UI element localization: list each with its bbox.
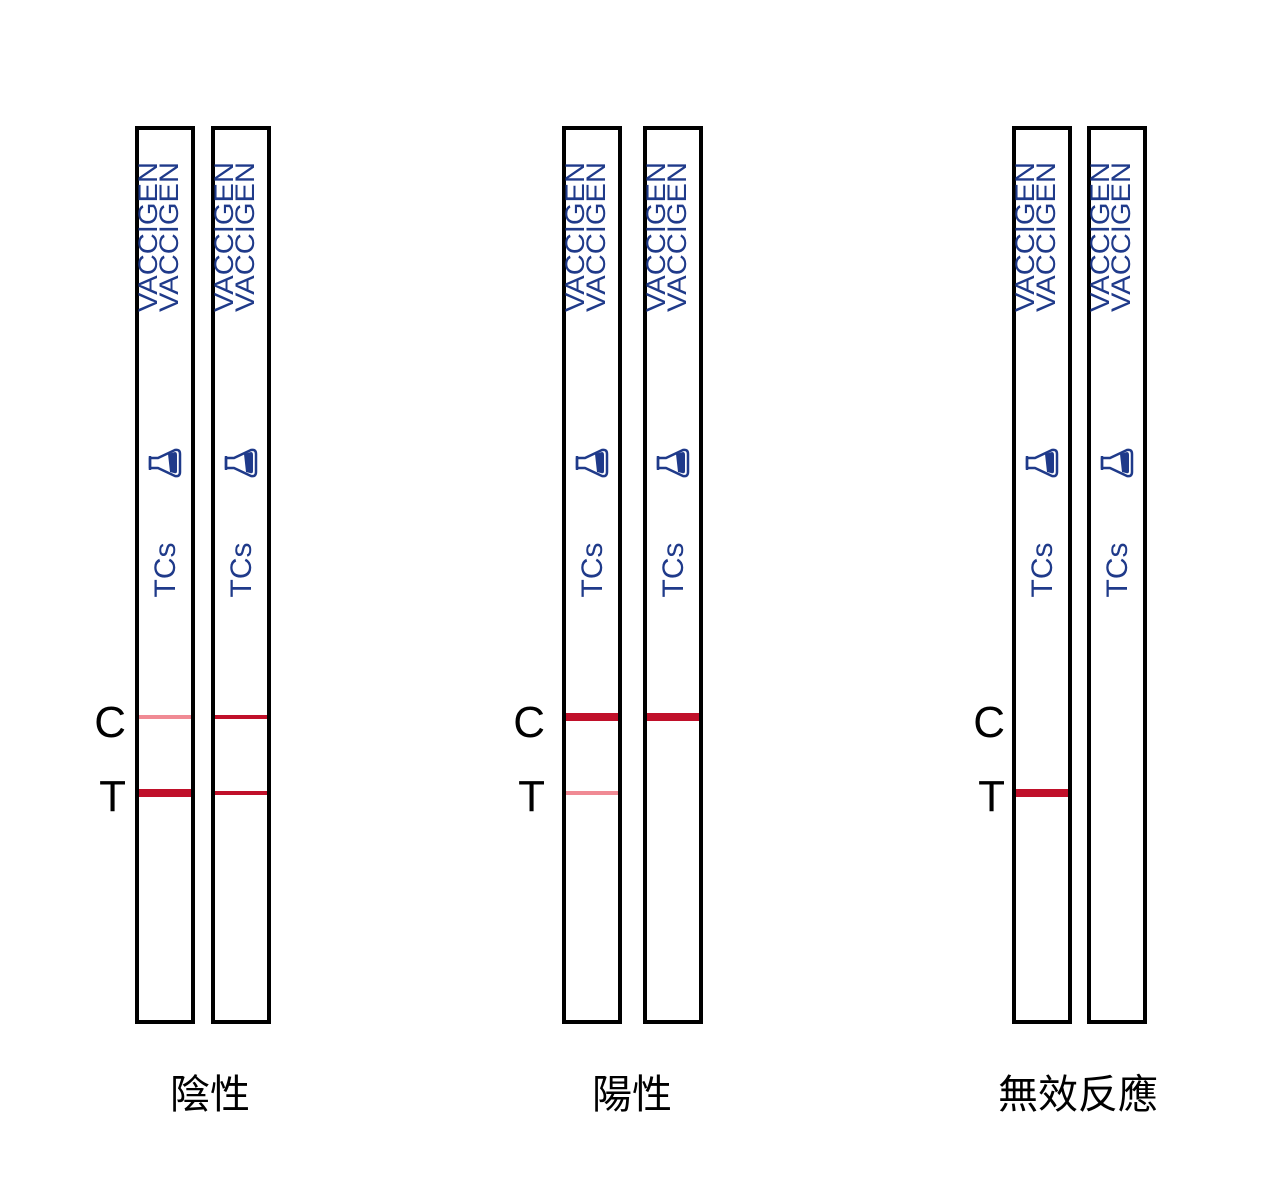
group-label: 陽性 bbox=[592, 1072, 672, 1118]
brand-text: VACCIGEN bbox=[641, 162, 671, 312]
flask-logo-icon bbox=[1100, 448, 1134, 478]
group-label: 無效反應 bbox=[998, 1072, 1158, 1118]
strip-code-text: TCs bbox=[225, 543, 258, 598]
brand-text: VACCIGEN bbox=[1106, 162, 1136, 312]
t-line-label: T bbox=[978, 772, 1005, 821]
result-group: VACCIGENVACCIGENTCsVACCIGENVACCIGENTCsCT… bbox=[513, 126, 703, 1118]
t-line-label: T bbox=[99, 772, 126, 821]
brand-text: VACCIGEN bbox=[581, 162, 611, 312]
group-label: 陰性 bbox=[170, 1072, 250, 1118]
brand-text: VACCIGEN bbox=[154, 162, 184, 312]
brand-text: VACCIGEN bbox=[560, 162, 590, 312]
strip-code-text: TCs bbox=[576, 543, 609, 598]
strip-code-text: TCs bbox=[1101, 543, 1134, 598]
strip-outline bbox=[211, 126, 271, 1024]
c-line-label: C bbox=[513, 698, 545, 747]
c-line-label: C bbox=[94, 698, 126, 747]
strip-code-text: TCs bbox=[149, 543, 182, 598]
flask-logo-icon bbox=[1025, 448, 1059, 478]
brand-text: VACCIGEN bbox=[133, 162, 163, 312]
strip-outline bbox=[1012, 126, 1072, 1024]
strip-outline bbox=[562, 126, 622, 1024]
result-group: VACCIGENVACCIGENTCsVACCIGENVACCIGENTCsCT… bbox=[973, 126, 1158, 1118]
brand-text: VACCIGEN bbox=[1085, 162, 1115, 312]
brand-text: VACCIGEN bbox=[662, 162, 692, 312]
flask-logo-icon bbox=[148, 448, 182, 478]
c-line-label: C bbox=[973, 698, 1005, 747]
brand-text: VACCIGEN bbox=[230, 162, 260, 312]
brand-text: VACCIGEN bbox=[209, 162, 239, 312]
strip-code-text: TCs bbox=[657, 543, 690, 598]
t-line-label: T bbox=[518, 772, 545, 821]
strip-outline bbox=[135, 126, 195, 1024]
strip-outline bbox=[643, 126, 703, 1024]
strip-outline bbox=[1087, 126, 1147, 1024]
flask-logo-icon bbox=[656, 448, 690, 478]
flask-logo-icon bbox=[575, 448, 609, 478]
result-group: VACCIGENVACCIGENTCsVACCIGENVACCIGENTCsCT… bbox=[94, 126, 271, 1118]
brand-text: VACCIGEN bbox=[1031, 162, 1061, 312]
strip-code-text: TCs bbox=[1026, 543, 1059, 598]
brand-text: VACCIGEN bbox=[1010, 162, 1040, 312]
flask-logo-icon bbox=[224, 448, 258, 478]
